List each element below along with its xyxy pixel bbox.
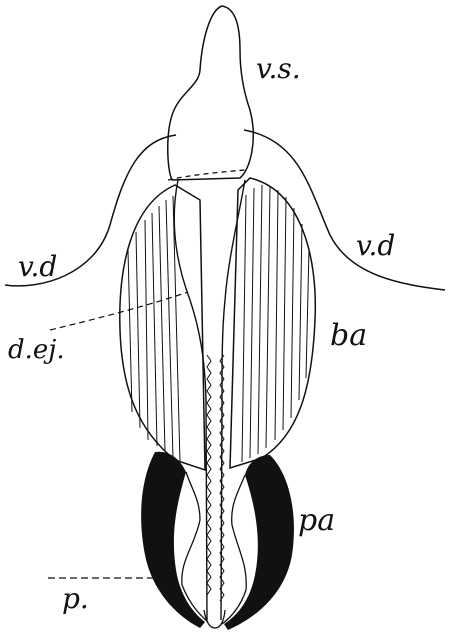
label-vas-left: v.d bbox=[18, 250, 57, 283]
label-duct: d.ej. bbox=[8, 335, 65, 365]
basal-striations-left bbox=[128, 196, 180, 462]
label-penis: p. bbox=[62, 582, 89, 615]
vas-deferens-right bbox=[244, 130, 445, 290]
duct-leader-dashed bbox=[50, 292, 188, 330]
ejaculatory-duct-left-wall bbox=[174, 180, 207, 620]
paramere-right bbox=[224, 455, 294, 630]
label-vas-right: v.d bbox=[356, 229, 395, 262]
paramere-left bbox=[141, 452, 205, 628]
duct-spiral-lining-left bbox=[207, 355, 211, 595]
basal-striations-right bbox=[242, 185, 309, 462]
seminal-vesicle bbox=[168, 6, 254, 180]
label-vesicula: v.s. bbox=[256, 52, 301, 85]
label-paramere: pa bbox=[298, 503, 335, 538]
label-basal: ba bbox=[330, 318, 367, 353]
penis-right-lobe bbox=[222, 475, 246, 624]
